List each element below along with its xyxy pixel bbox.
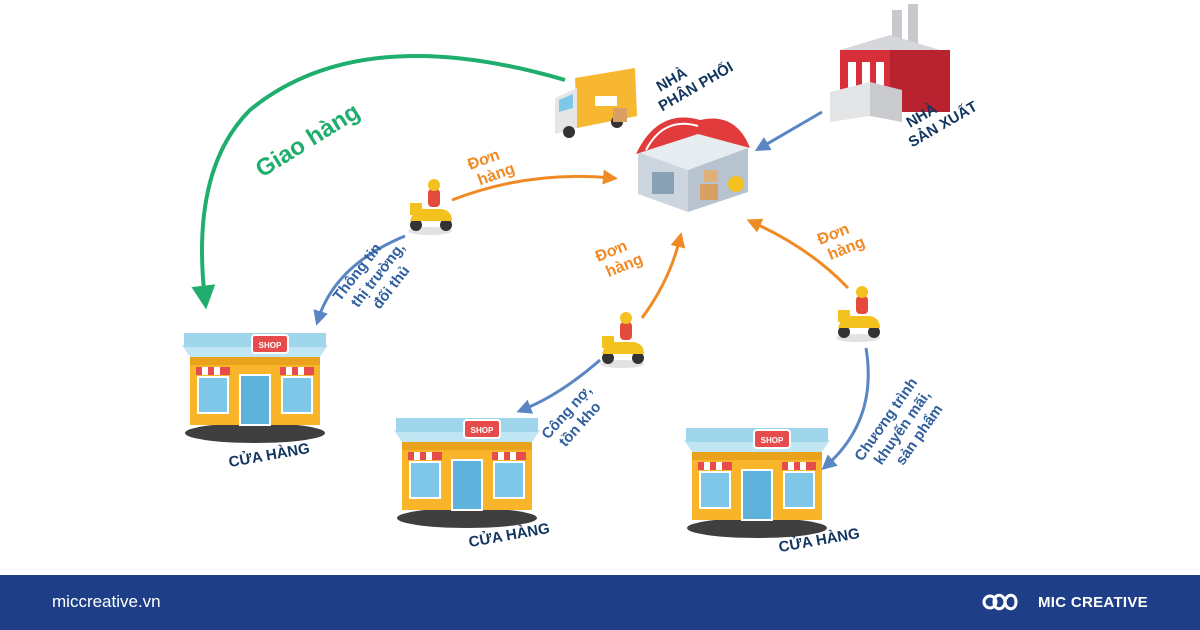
factory-icon	[830, 4, 950, 122]
store-left-label: CỬA HÀNG	[227, 439, 311, 471]
order-right-label: Đơn hàng	[815, 221, 867, 264]
shop-sign-left: SHOP	[259, 341, 282, 350]
debt-stock-label: Công nợ, tồn kho	[538, 382, 604, 450]
arrow-order-mid	[640, 232, 686, 319]
shop-sign-right: SHOP	[761, 436, 784, 445]
market-info-label: Thông tin thị trường, đối thủ	[330, 239, 414, 312]
arrow-delivery	[191, 54, 566, 310]
store-right: SHOP	[683, 427, 831, 539]
distributor-label: NHÀ PHÂN PHỐI	[654, 58, 737, 115]
delivery-label: Giao hàng	[251, 98, 365, 183]
order-mid-label: Đơn hàng	[593, 238, 645, 281]
scooter-icon-left	[408, 179, 452, 235]
store-left: SHOP	[181, 332, 329, 444]
footer-bar: miccreative.vn MIC CREATIVE	[0, 575, 1200, 630]
scooter-icon-right	[836, 286, 880, 342]
arrow-order-right	[746, 218, 850, 290]
arrow-manufacturer-to-distributor	[754, 110, 823, 152]
brand-name: MIC CREATIVE	[1038, 593, 1148, 611]
website-link[interactable]: miccreative.vn	[52, 592, 161, 611]
truck-icon	[555, 68, 637, 138]
infinity-logo-icon	[982, 593, 1018, 611]
warehouse-icon	[636, 117, 750, 212]
arrow-debt-mid	[516, 358, 601, 414]
diagram-canvas: NHÀ SẢN XUẤT NHÀ PHÂN PHỐI SHOP CỬA HÀNG…	[181, 4, 980, 556]
arrow-promo-right	[821, 347, 870, 470]
store-mid: SHOP	[393, 417, 541, 529]
arrow-order-left	[451, 169, 618, 202]
shop-sign-mid: SHOP	[471, 426, 494, 435]
brand-logo: MIC CREATIVE	[982, 587, 1148, 617]
arrow-info-left	[313, 234, 406, 326]
scooter-icon-mid	[600, 312, 644, 368]
